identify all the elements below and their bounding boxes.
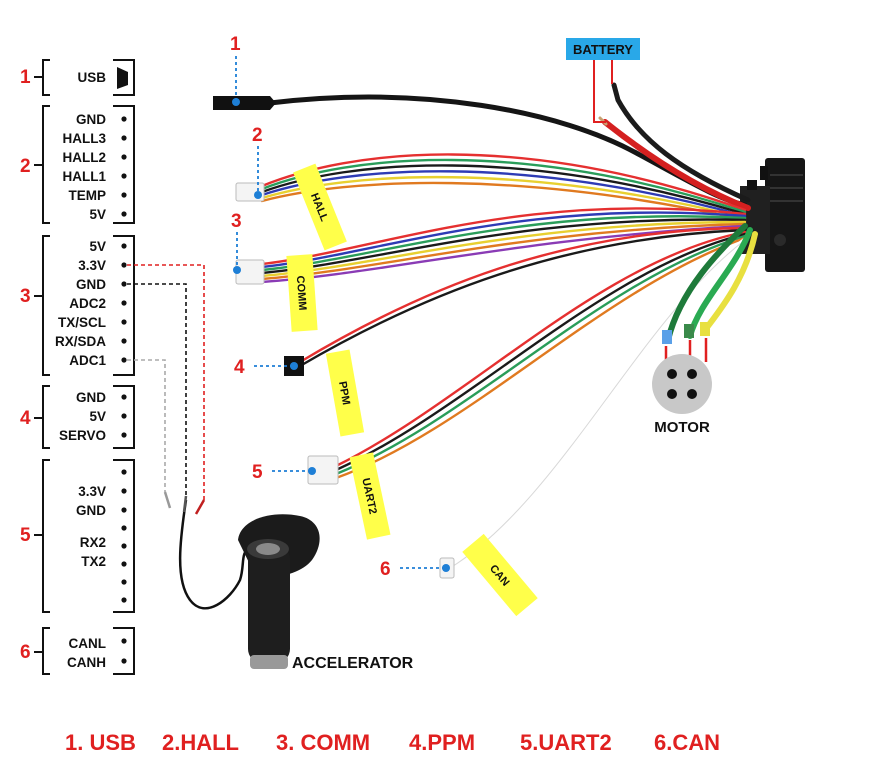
cable-connectors	[213, 96, 455, 579]
pin-dots	[121, 116, 127, 664]
pin-hall-5v: 5V	[89, 207, 106, 222]
legend-can: 6.CAN	[654, 730, 720, 755]
uart2-plug	[307, 455, 339, 485]
pin-tx2: TX2	[81, 554, 106, 569]
callout-leaders	[235, 56, 446, 569]
motor-label: MOTOR	[654, 419, 710, 436]
hall-housing	[113, 105, 135, 224]
battery-label: BATTERY	[573, 42, 633, 57]
legend-hall: 2.HALL	[162, 730, 239, 755]
num-6: 6	[20, 642, 31, 663]
cable-tags: HALL COMM PPM UART2 CAN	[286, 163, 538, 617]
motor-wire-tips	[662, 322, 710, 344]
callout-6: 6	[380, 559, 391, 580]
cables	[260, 82, 758, 571]
battery-box	[566, 38, 640, 60]
callout-2: 2	[252, 125, 263, 146]
dashed-gnd	[127, 283, 187, 495]
grip	[248, 545, 290, 663]
num-2: 2	[20, 156, 31, 177]
pin-canh: CANH	[67, 655, 106, 670]
pin-canl: CANL	[69, 636, 107, 651]
pin-adc2: ADC2	[69, 296, 106, 311]
usb-cable	[267, 94, 748, 208]
tag-comm: COMM	[286, 254, 318, 332]
group-numbers: 1 2 3 4 5 6	[20, 67, 31, 663]
pin-temp: TEMP	[68, 188, 106, 203]
motor-symbol: MOTOR	[652, 354, 712, 436]
battery-red-lead	[602, 119, 751, 211]
pin-ppm-5v: 5V	[89, 409, 106, 424]
callout-3: 3	[231, 211, 242, 232]
legend-comm: 3. COMM	[276, 730, 370, 755]
accelerator-label: ACCELERATOR	[292, 655, 414, 672]
pin-servo: SERVO	[59, 428, 106, 443]
tag-can: CAN	[462, 533, 538, 617]
bracket-5	[42, 459, 50, 613]
accelerator: ACCELERATOR	[163, 491, 414, 672]
legend-usb: 1. USB	[65, 730, 136, 755]
battery-red-link	[593, 60, 606, 123]
tag-comm-text: COMM	[294, 275, 308, 311]
ppm-housing	[113, 385, 135, 449]
dashed-adc1	[127, 359, 166, 492]
usb-port-icon	[117, 67, 128, 89]
pin-uart-3v3: 3.3V	[78, 484, 106, 499]
pin-comm-3v3: 3.3V	[78, 258, 106, 273]
bracket-2	[42, 105, 50, 224]
pin-ppm-gnd: GND	[76, 390, 106, 405]
accelerator-dashed-wires	[127, 264, 205, 500]
callout-1: 1	[230, 34, 241, 55]
pin-rx2: RX2	[80, 535, 106, 550]
callout-numbers: 1 2 3 4 5 6	[230, 34, 391, 580]
comm-housing	[113, 235, 135, 376]
usb-plug	[213, 96, 276, 110]
pin-comm-5v: 5V	[89, 239, 106, 254]
tag-uart2: UART2	[349, 452, 391, 540]
tag-ppm: PPM	[325, 349, 365, 437]
uart2-housing	[113, 459, 135, 613]
num-5: 5	[20, 525, 31, 546]
pin-adc1: ADC1	[69, 353, 106, 368]
motor-circle	[652, 354, 712, 414]
pin-hall3: HALL3	[63, 131, 107, 146]
usb-housing	[113, 59, 135, 96]
pin-usb: USB	[77, 70, 106, 85]
pin-tx-scl: TX/SCL	[58, 315, 106, 330]
callout-5: 5	[252, 462, 263, 483]
pin-hall1: HALL1	[63, 169, 107, 184]
battery-label-box: BATTERY	[566, 38, 640, 123]
num-4: 4	[20, 408, 31, 429]
legend-uart2: 5.UART2	[520, 730, 612, 755]
legend: 1. USB 2.HALL 3. COMM 4.PPM 5.UART2 6.CA…	[65, 730, 720, 755]
bracket-4	[42, 385, 50, 449]
pin-comm-gnd: GND	[76, 277, 106, 292]
legend-ppm: 4.PPM	[409, 730, 475, 755]
pin-labels: USB GND HALL3 HALL2 HALL1 TEMP 5V 5V 3.3…	[55, 70, 107, 670]
num-1: 1	[20, 67, 31, 88]
pin-hall2: HALL2	[63, 150, 107, 165]
can-housing	[113, 627, 135, 675]
callout-dots	[232, 98, 450, 572]
tag-ppm-text: PPM	[336, 380, 352, 406]
tag-hall: HALL	[293, 163, 347, 251]
bracket-3	[42, 235, 50, 376]
bracket-1	[42, 59, 50, 96]
pin-hall-gnd: GND	[76, 112, 106, 127]
dashed-3v3	[127, 264, 205, 500]
pin-uart-gnd: GND	[76, 503, 106, 518]
bracket-6	[42, 627, 50, 675]
callout-4: 4	[234, 357, 245, 378]
number-dashes	[34, 76, 43, 653]
pin-rx-sda: RX/SDA	[55, 334, 106, 349]
num-3: 3	[20, 286, 31, 307]
battery-black-lead	[611, 82, 751, 203]
